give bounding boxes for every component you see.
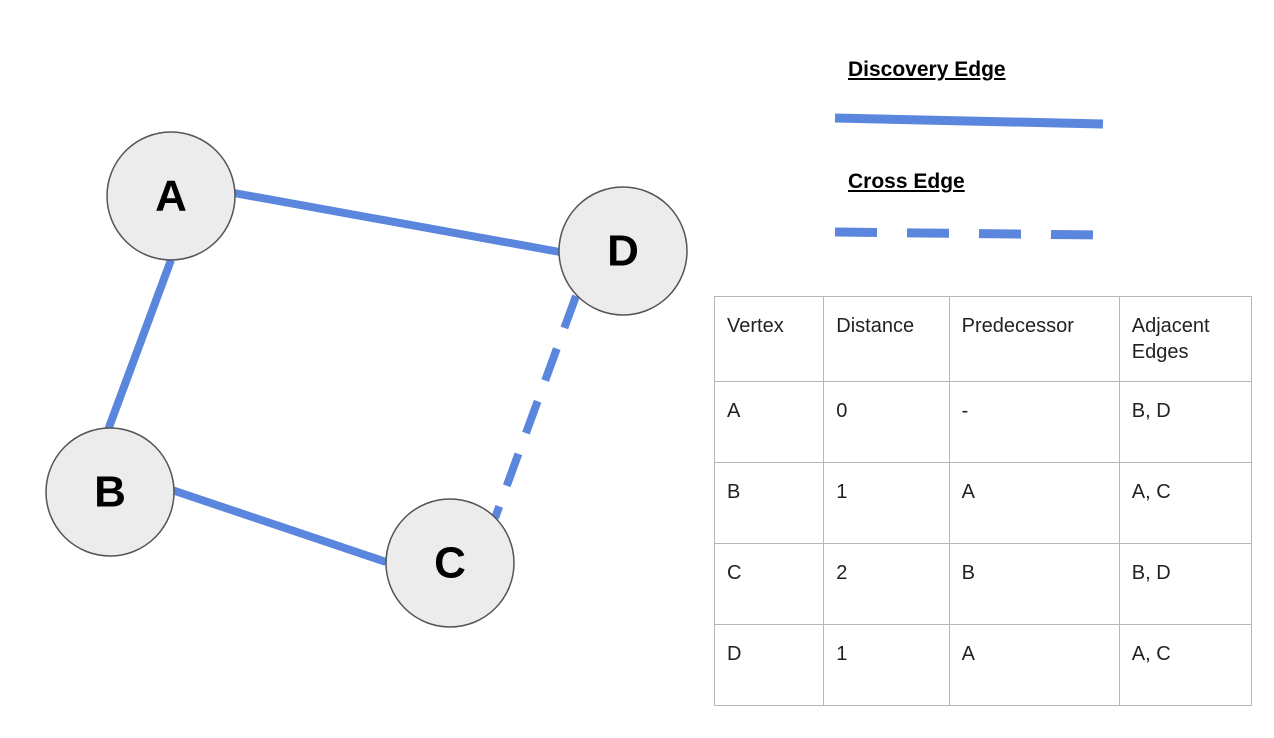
cell-distance: 1 xyxy=(823,462,950,544)
node-a-label: A xyxy=(155,172,187,221)
legend-discovery-label: Discovery Edge xyxy=(848,58,1006,81)
legend-discovery-line xyxy=(834,113,1104,129)
legend-cross-line xyxy=(834,227,1101,240)
table-header-row: Vertex Distance Predecessor Adjacent Edg… xyxy=(713,296,1253,382)
cell-vertex: D xyxy=(713,624,825,706)
cell-vertex: C xyxy=(713,543,825,625)
edge-a-b-discovery xyxy=(104,258,175,432)
header-adjacent-edges: Adjacent Edges xyxy=(1118,296,1253,382)
cell-distance: 0 xyxy=(823,381,950,463)
table-row: B 1 A A, C xyxy=(713,462,1253,544)
graph-diagram: A B C D xyxy=(45,131,688,628)
cell-adjacent-edges: A, C xyxy=(1118,462,1253,544)
cell-vertex: A xyxy=(713,381,825,463)
cell-predecessor: B xyxy=(948,543,1120,625)
table-row: D 1 A A, C xyxy=(713,624,1253,706)
header-predecessor: Predecessor xyxy=(948,296,1120,382)
cell-predecessor: - xyxy=(948,381,1120,463)
edge-b-c-discovery xyxy=(170,486,388,566)
cell-distance: 2 xyxy=(823,543,950,625)
legend-cross-label: Cross Edge xyxy=(848,170,965,193)
cell-adjacent-edges: B, D xyxy=(1118,543,1253,625)
node-d: D xyxy=(558,186,688,316)
node-c: C xyxy=(385,498,515,628)
edge-d-c-cross xyxy=(491,294,580,520)
cell-predecessor: A xyxy=(948,624,1120,706)
bfs-table: Vertex Distance Predecessor Adjacent Edg… xyxy=(713,296,1253,706)
cell-predecessor: A xyxy=(948,462,1120,544)
table-row: C 2 B B, D xyxy=(713,543,1253,625)
header-vertex: Vertex xyxy=(713,296,825,382)
edge-a-d-discovery xyxy=(233,189,561,256)
cell-distance: 1 xyxy=(823,624,950,706)
node-d-label: D xyxy=(607,227,639,276)
cell-adjacent-edges: A, C xyxy=(1118,624,1253,706)
table-row: A 0 - B, D xyxy=(713,381,1253,463)
node-a: A xyxy=(106,131,236,261)
header-distance: Distance xyxy=(823,296,950,382)
cell-vertex: B xyxy=(713,462,825,544)
cell-adjacent-edges: B, D xyxy=(1118,381,1253,463)
node-b: B xyxy=(45,427,175,557)
node-c-label: C xyxy=(434,539,466,588)
node-b-label: B xyxy=(94,468,126,517)
